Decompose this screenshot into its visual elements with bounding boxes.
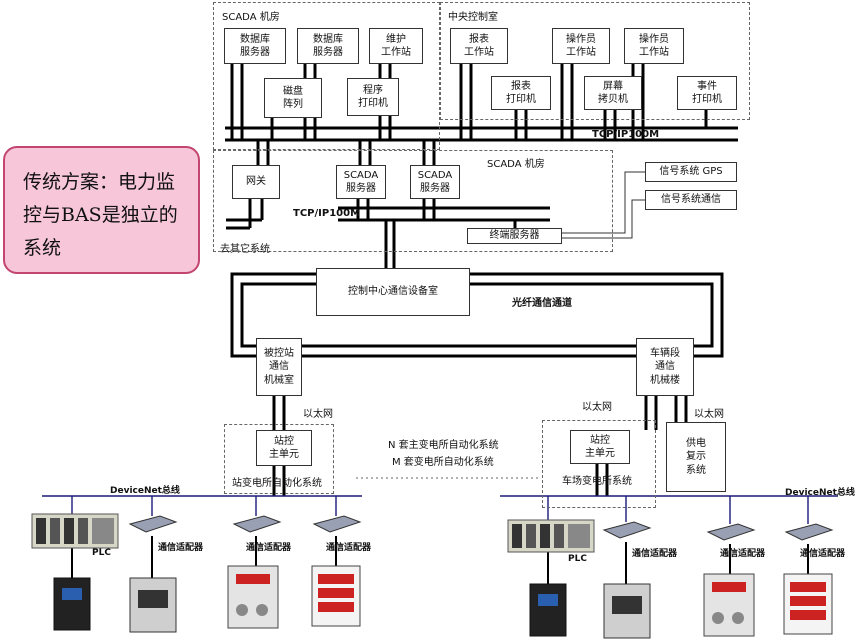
tcp-ip-top-label: TCP/IP100M [592,129,660,140]
plc-left-icon [31,513,119,549]
scada-server-2[interactable]: SCADA 服务器 [410,165,460,199]
terminal-server[interactable]: 终端服务器 [467,228,562,244]
event-printer[interactable]: 事件 打印机 [677,76,737,110]
devicenet-left-label: DeviceNet总线 [110,486,180,496]
m-sets-label: M 套变电所自动化系统 [392,457,494,468]
ethernet-right-label-1: 以太网 [582,402,612,413]
disk-array[interactable]: 磁盘 阵列 [264,78,322,118]
protection-relay-icon [703,573,755,637]
signal-system-comm[interactable]: 信号系统通信 [645,190,737,210]
central-control-title: 中央控制室 [448,12,498,23]
depot-comm-building[interactable]: 车辆段 通信 机械楼 [636,338,694,396]
acb-icon [129,577,177,633]
protection-relay-icon [227,565,279,629]
depot-substation-region [542,420,656,508]
signal-system-gps[interactable]: 信号系统 GPS [645,162,737,182]
db-server-1[interactable]: 数据库 服务器 [224,28,286,64]
scada-room-top-title: SCADA 机房 [222,12,280,23]
comm-adapter-icon [706,523,756,541]
substation-auto-label: 站变电所自动化系统 [232,478,322,489]
db-server-2[interactable]: 数据库 服务器 [297,28,359,64]
to-other-systems-label: 去其它系统 [220,244,270,255]
scada-room-mid-title: SCADA 机房 [487,159,545,170]
comm-adapter-label: 通信适配器 [326,543,372,553]
power-display-system[interactable]: 供电 复示 系统 [666,422,726,492]
comm-adapter-label: 通信适配器 [720,549,766,559]
devicenet-right-label: DeviceNet总线 [785,488,855,498]
screen-copier[interactable]: 屏幕 拷贝机 [584,76,642,110]
comm-adapter-icon [784,523,834,541]
callout-note: 传统方案：电力监控与BAS是独立的系统 [3,146,200,274]
plc-right-icon [507,519,595,553]
comm-adapter-icon [312,515,362,533]
control-center-comm-room[interactable]: 控制中心通信设备室 [316,268,470,316]
report-printer[interactable]: 报表 打印机 [491,76,551,110]
depot-substation-label: 车场变电所系统 [562,476,632,487]
power-meter-icon [311,565,361,627]
comm-adapter-icon [602,521,652,539]
central-control-region [440,2,750,120]
comm-adapter-label: 通信适配器 [800,549,846,559]
station-master-unit-right[interactable]: 站控 主单元 [570,430,630,464]
plc-left-label: PLC [92,548,111,558]
comm-adapter-label: 通信适配器 [246,543,292,553]
tcp-ip-mid-label: TCP/IP100M [293,208,361,219]
comm-adapter-icon [128,515,178,533]
substation-auto-region [224,424,334,494]
scada-room-mid-region [213,150,613,252]
program-printer[interactable]: 程序 打印机 [347,78,399,116]
breaker-icon [53,577,91,631]
report-workstation[interactable]: 报表 工作站 [450,28,508,64]
station-master-unit-left[interactable]: 站控 主单元 [256,430,312,466]
gateway[interactable]: 网关 [232,165,280,199]
comm-adapter-label: 通信适配器 [158,543,204,553]
maintenance-workstation[interactable]: 维护 工作站 [369,28,423,64]
breaker-icon [529,583,567,637]
comm-adapter-icon [232,515,282,533]
operator-workstation-2[interactable]: 操作员 工作站 [624,28,684,64]
scada-room-top-region [213,2,440,150]
ethernet-right-label-2: 以太网 [694,409,724,420]
plc-right-label: PLC [568,554,587,564]
controlled-station-comm-room[interactable]: 被控站 通信 机械室 [256,338,302,396]
ethernet-left-label: 以太网 [303,409,333,420]
scada-server-1[interactable]: SCADA 服务器 [336,165,386,199]
operator-workstation-1[interactable]: 操作员 工作站 [552,28,610,64]
power-meter-icon [783,573,833,635]
acb-icon [603,583,651,639]
comm-adapter-label: 通信适配器 [632,549,678,559]
fiber-channel-label: 光纤通信通道 [512,298,572,309]
n-sets-label: N 套主变电所自动化系统 [388,440,499,451]
